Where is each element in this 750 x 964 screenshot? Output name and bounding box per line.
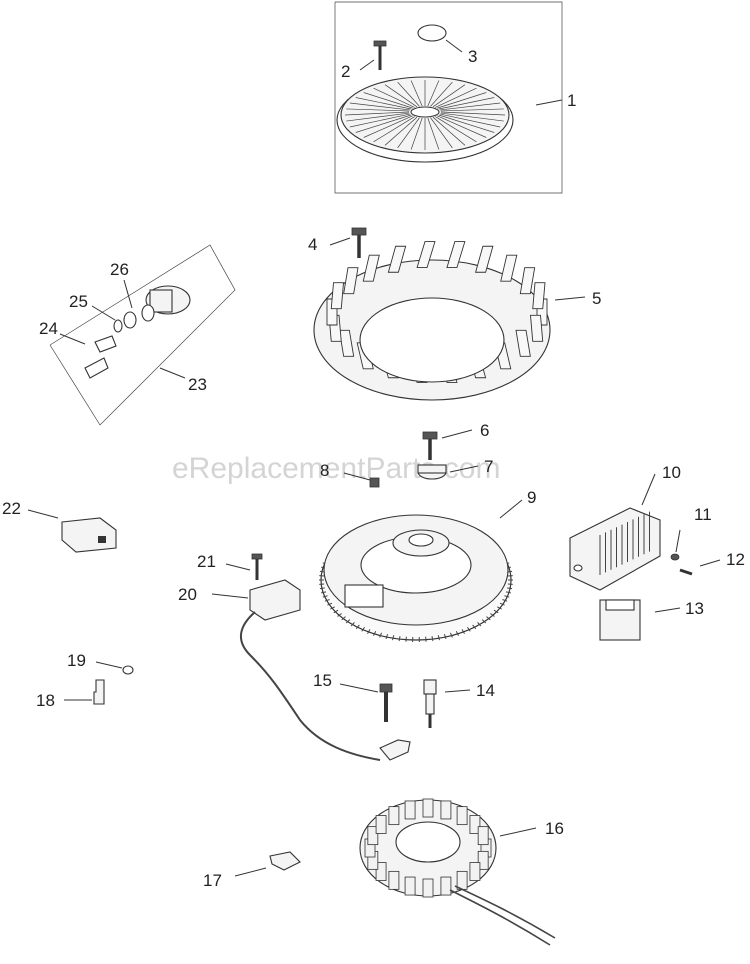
part-label-16: 16: [545, 819, 564, 838]
flywheel: [319, 514, 513, 642]
part-label-18: 18: [36, 691, 55, 710]
watermark: eReplacementParts.com: [172, 452, 500, 485]
grass-screen-assembly: [334, 1, 563, 194]
leader-lines: [27, 39, 721, 877]
ignition-module: [240, 553, 411, 761]
part-label-11: 11: [694, 505, 712, 524]
part-label-1: 1: [567, 91, 576, 110]
part-label-22: 22: [2, 499, 21, 518]
kill-switch-connector: [61, 517, 117, 553]
part-label-4: 4: [308, 235, 317, 254]
stator: [359, 798, 556, 946]
blower-fan: [313, 227, 551, 401]
part-label-5: 5: [592, 289, 601, 308]
ground-bracket: [93, 665, 134, 705]
part-label-2: 2: [341, 62, 350, 81]
part-label-17: 17: [203, 871, 222, 890]
part-label-12: 12: [726, 550, 745, 569]
part-label-8: 8: [320, 461, 329, 480]
key-switch-assembly: [49, 244, 236, 426]
part-label-20: 20: [178, 585, 197, 604]
part-label-19: 19: [67, 651, 86, 670]
part-label-14: 14: [476, 681, 495, 700]
part-label-21: 21: [197, 552, 216, 571]
bolt-and-spark-plug: [379, 679, 437, 728]
part-label-26: 26: [110, 260, 129, 279]
stator-clip: [269, 851, 301, 871]
flywheel-screw-washer: [369, 431, 447, 488]
part-label-9: 9: [527, 488, 536, 507]
part-label-15: 15: [313, 671, 332, 690]
part-label-13: 13: [685, 599, 704, 618]
part-label-6: 6: [480, 421, 489, 440]
rectifier-regulator: [569, 507, 693, 641]
part-label-24: 24: [39, 319, 58, 338]
part-label-7: 7: [484, 457, 493, 476]
part-label-10: 10: [662, 463, 681, 482]
part-labels: 1 2 3 4 5 6 7 8 9 10 11 12 13 14 15 16 1…: [2, 47, 745, 890]
part-label-3: 3: [468, 47, 477, 66]
part-label-25: 25: [69, 292, 88, 311]
part-label-23: 23: [188, 375, 207, 394]
